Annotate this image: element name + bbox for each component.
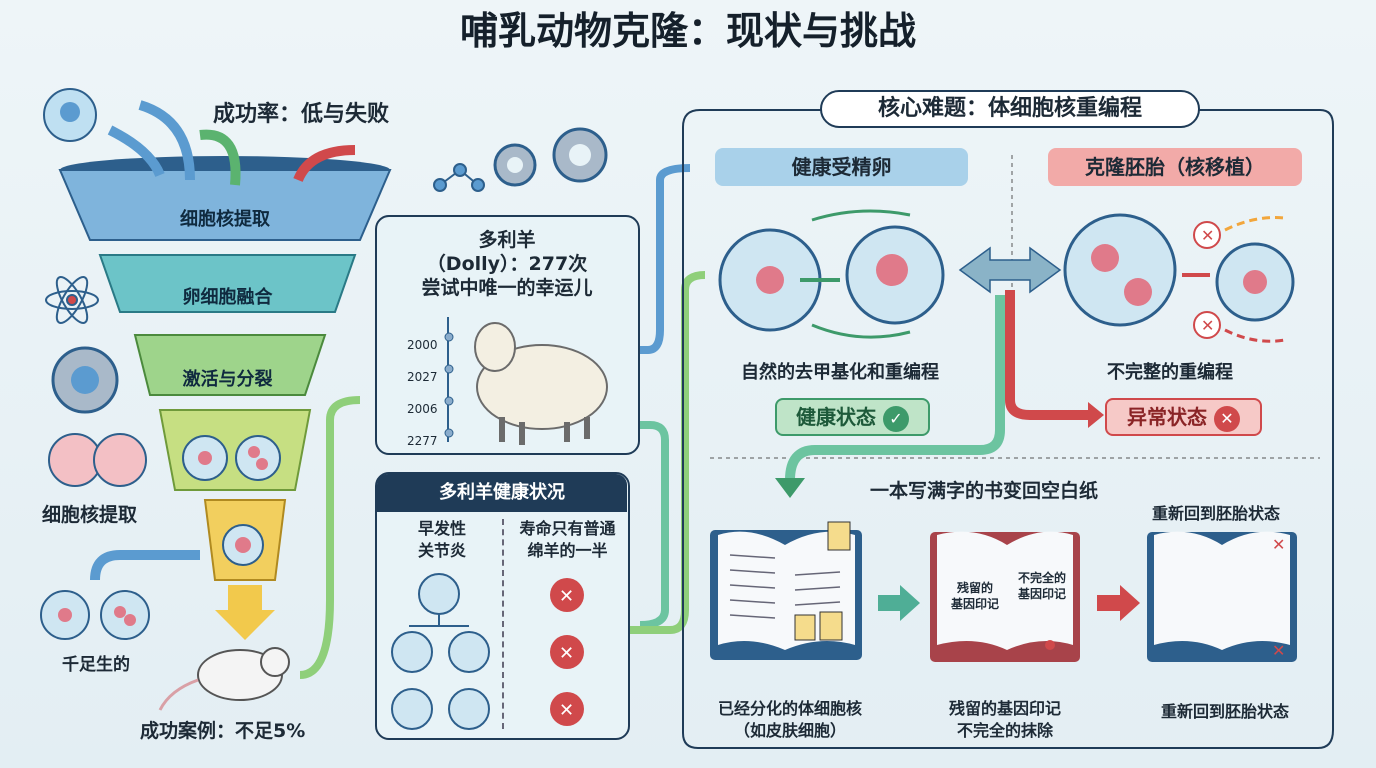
health-header: 多利羊健康状况 [377, 474, 627, 512]
healthy-state-badge: 健康状态 ✓ [775, 398, 930, 436]
bone-icon [391, 631, 433, 673]
timeline: 2000 2027 2006 2277 [407, 329, 438, 457]
dolly-attempts: （Dolly）：277次 [426, 253, 588, 275]
healthy-caption: 自然的去甲基化和重编程 [741, 362, 939, 383]
svg-text:✕: ✕ [559, 700, 574, 721]
success-rate-heading: 成功率：低与失败 [213, 102, 390, 127]
arthritis-label: 早发性关节炎 [417, 519, 466, 560]
x-icon: ✕ [550, 635, 584, 669]
funnel-tier-3 [133, 334, 327, 396]
book2-caption: 残留的基因印记不完全的抹除 [948, 699, 1061, 740]
residual-imprint-label: 残留的 基因印记 [950, 581, 999, 611]
clone-embryo-header: 克隆胚胎（核移植） [1048, 148, 1302, 186]
book-partial-icon [930, 531, 1080, 662]
page-title: 哺乳动物克隆：现状与挑战 [459, 9, 916, 53]
book-written-icon [710, 521, 862, 660]
svg-text:✕: ✕ [1201, 226, 1214, 245]
dolly-subtitle: 尝试中唯一的幸运儿 [421, 277, 593, 299]
x-icon [1193, 311, 1221, 339]
svg-text:✕: ✕ [1272, 535, 1285, 554]
sheep-icon [444, 322, 608, 445]
svg-text:✕: ✕ [1201, 316, 1214, 335]
success-case-label: 成功案例：不足5% [140, 720, 306, 742]
mouse-icon [158, 647, 290, 711]
health-card: 多利羊健康状况 早发性关节炎 寿命只有普通绵羊的一半 ✕ ✕ ✕ [375, 472, 630, 740]
compare-arrow-icon [958, 246, 1062, 294]
clone-caption: 不完整的重编程 [1107, 362, 1233, 383]
arrow-right-icon [1097, 585, 1140, 621]
svg-text:✕: ✕ [559, 586, 574, 607]
book-blank-icon: ✕✕ [1147, 531, 1297, 662]
molecule-icon [433, 163, 485, 192]
health-icons: ✕ ✕ ✕ [391, 573, 584, 730]
svg-text:✕: ✕ [1272, 641, 1285, 660]
svg-text:✕: ✕ [559, 643, 574, 664]
timeline-year: 2000 [407, 338, 438, 352]
funnel-tier-4 [158, 409, 312, 491]
book3-top-label: 重新回到胚胎状态 [1152, 504, 1281, 523]
incomplete-imprint-label: 不完全的 基因印记 [1017, 571, 1066, 601]
lifespan-label: 寿命只有普通绵羊的一半 [519, 519, 616, 560]
right-panel-frame [682, 109, 1334, 749]
funnel-label-1: 细胞核提取 [180, 209, 270, 230]
book1-caption: 已经分化的体细胞核（如皮肤细胞） [717, 699, 862, 740]
organ-icon [448, 631, 490, 673]
x-icon: ✕ [1213, 405, 1240, 432]
funnel-tier-1 [58, 169, 392, 241]
book3-caption: 重新回到胚胎状态 [1160, 702, 1289, 721]
check-icon: ✓ [882, 405, 909, 432]
side-label: 细胞核提取 [42, 504, 138, 526]
atom-icon [45, 276, 99, 324]
core-problem-badge: 核心难题：体细胞核重编程 [820, 90, 1200, 128]
timeline-year: 2006 [407, 402, 438, 416]
healthy-embryo-header: 健康受精卵 [715, 148, 968, 186]
timeline-year: 2027 [407, 370, 438, 384]
x-icon [1193, 221, 1221, 249]
branch-label: 千足生的 [62, 655, 130, 675]
x-icon: ✕ [550, 578, 584, 612]
x-icon: ✕ [550, 692, 584, 726]
dolly-title: 多利羊 [478, 229, 536, 251]
funnel-tier-2 [98, 254, 357, 313]
down-arrow-icon [215, 585, 275, 640]
joint-icon [418, 573, 460, 615]
funnel-label-3: 激活与分裂 [182, 369, 273, 390]
funnel-label-2: 卵细胞融合 [182, 287, 273, 308]
shield-icon [391, 688, 433, 730]
arrow-right-icon [878, 585, 920, 621]
abnormal-state-badge: 异常状态 ✕ [1105, 398, 1262, 436]
clone-cell-icon [1063, 213, 1177, 327]
analogy-text: 一本写满字的书变回空白纸 [870, 480, 1099, 502]
lungs-icon [448, 688, 490, 730]
timeline-year: 2277 [407, 434, 438, 448]
